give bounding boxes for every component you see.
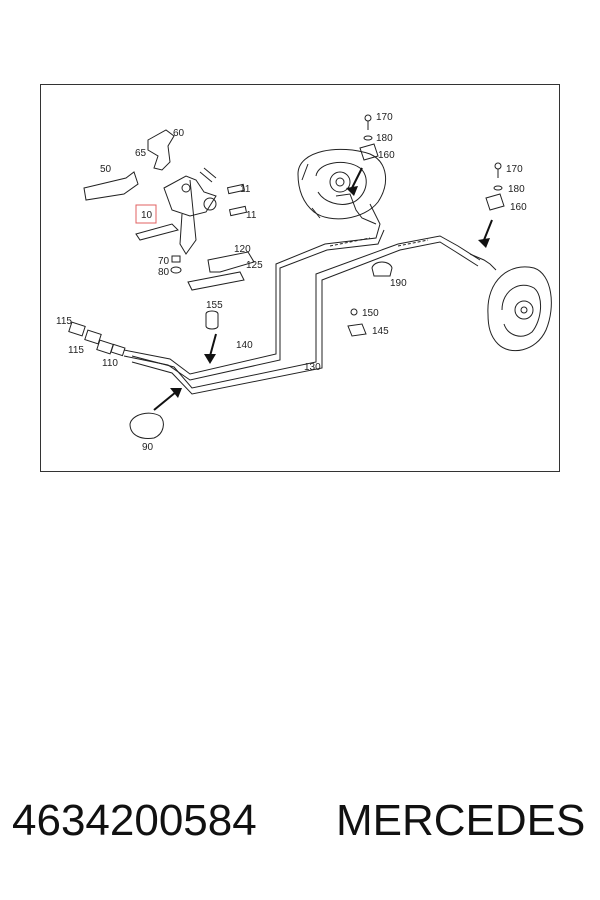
callout-60: 60 [173,128,185,139]
callout-11-upper: 11 [240,184,251,195]
part-number: 4634200584 [12,796,257,845]
callout-10: 10 [141,210,153,221]
callout-50: 50 [100,164,112,175]
cable-130 [131,235,481,395]
callout-125: 125 [246,260,263,271]
arrow-90 [153,388,182,411]
callout-160-right: 160 [510,202,527,213]
cable-140 [123,203,385,381]
arrow-upper-drum [346,167,363,196]
diagram-frame [40,84,560,472]
fasteners-upper [359,114,379,161]
callout-90: 90 [142,442,154,453]
callout-190: 190 [390,278,407,289]
callout-80: 80 [158,267,170,278]
brake-drum-lower [487,266,552,352]
clip-145 [347,323,367,337]
nut-70 [171,255,181,263]
callout-180-upper: 180 [376,133,393,144]
plate-120 [207,251,255,273]
callout-115-lower: 115 [68,345,84,356]
callout-145: 145 [372,326,389,337]
hook-60 [147,129,175,171]
callout-120: 120 [234,244,251,255]
caption: 4634200584 MERCEDES [0,796,600,866]
end-fittings-115 [68,321,126,357]
callout-160-upper: 160 [378,150,395,161]
drum-fitting-lower [469,253,497,271]
arrow-lower-drum [478,219,493,248]
pins-11 [226,183,248,217]
handle-90 [129,412,164,439]
washer-80 [170,266,182,274]
callout-110: 110 [102,358,118,369]
callout-65: 65 [135,148,147,159]
callout-150: 150 [362,308,379,319]
nut-150 [350,308,358,316]
parts-diagram: 10 11 11 50 60 65 70 80 90 110 115 115 1… [40,84,560,472]
callout-11-lower: 11 [246,210,257,221]
callout-130: 130 [304,362,321,373]
brand-name: MERCEDES [336,796,586,845]
clamp-190 [371,261,393,277]
drum-fitting-upper [335,193,377,225]
callout-170-upper: 170 [376,112,393,123]
plate-125 [187,271,245,291]
arrow-140 [204,333,217,364]
brake-drum-upper [297,148,386,220]
lever-assembly [135,167,217,255]
callout-155: 155 [206,300,223,311]
bracket-50 [83,171,139,201]
fasteners-right [485,162,505,211]
grommet-155 [205,310,219,330]
callout-140: 140 [236,340,253,351]
callout-115-upper: 115 [56,316,72,327]
callout-70: 70 [158,256,170,267]
highlight-box-10 [135,204,157,224]
callout-170-right: 170 [506,164,523,175]
callout-180-right: 180 [508,184,525,195]
